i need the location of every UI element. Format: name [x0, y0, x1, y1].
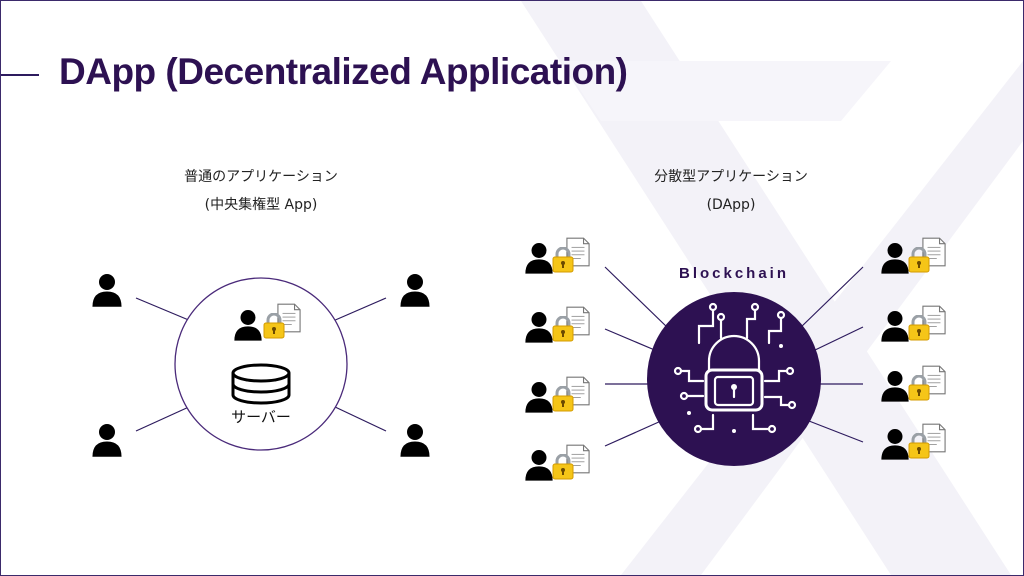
left-connector-lines — [135, 297, 387, 432]
connector-line — [604, 328, 658, 352]
circuit-lock-icon — [673, 302, 797, 434]
node-group — [525, 237, 590, 274]
node-group — [881, 237, 946, 274]
right-caption-line2: (DApp) — [706, 197, 756, 213]
left-caption-line2: (中央集権型 App) — [204, 197, 318, 213]
user-icon — [525, 450, 553, 481]
padlock-icon — [551, 247, 575, 273]
database-icon — [231, 363, 291, 405]
connector-line — [798, 266, 864, 330]
connector-line — [808, 420, 864, 443]
user-icon — [400, 424, 430, 457]
padlock-icon — [907, 315, 931, 341]
page-title: DApp (Decentralized Application) — [59, 51, 628, 92]
user-icon — [525, 243, 553, 274]
user-icon — [400, 274, 430, 307]
node-group — [881, 365, 946, 402]
user-icon — [881, 429, 909, 460]
user-icon — [525, 312, 553, 343]
user-icon — [881, 243, 909, 274]
connector-line — [332, 297, 387, 322]
title-accent-line — [1, 74, 39, 76]
node-group — [525, 444, 590, 481]
blockchain-circle — [647, 292, 821, 466]
padlock-icon — [907, 433, 931, 459]
connector-line — [604, 266, 670, 330]
user-icon — [525, 382, 553, 413]
right-caption-line1: 分散型アプリケーション — [654, 169, 808, 185]
connector-line — [604, 420, 662, 447]
node-group — [881, 305, 946, 342]
user-icon — [92, 274, 122, 307]
blockchain-label: Blockchain — [678, 265, 790, 282]
server-label: サーバー — [231, 408, 291, 426]
right-connector-lines — [604, 266, 864, 447]
padlock-icon — [907, 375, 931, 401]
node-group — [525, 306, 590, 343]
user-icon — [881, 311, 909, 342]
node-group — [881, 423, 946, 460]
node-group — [525, 376, 590, 413]
connector-line — [135, 405, 192, 432]
padlock-icon — [551, 316, 575, 342]
connector-line — [812, 326, 864, 352]
user-icon — [92, 424, 122, 457]
padlock-icon — [907, 247, 931, 273]
connector-line — [332, 405, 387, 432]
connector-line — [135, 297, 192, 322]
left-caption-line1: 普通のアプリケーション — [184, 169, 338, 185]
user-icon — [881, 371, 909, 402]
padlock-icon — [551, 454, 575, 480]
right-caption: 分散型アプリケーション (DApp) — [606, 163, 856, 219]
left-caption: 普通のアプリケーション (中央集権型 App) — [141, 163, 381, 219]
padlock-icon — [551, 386, 575, 412]
